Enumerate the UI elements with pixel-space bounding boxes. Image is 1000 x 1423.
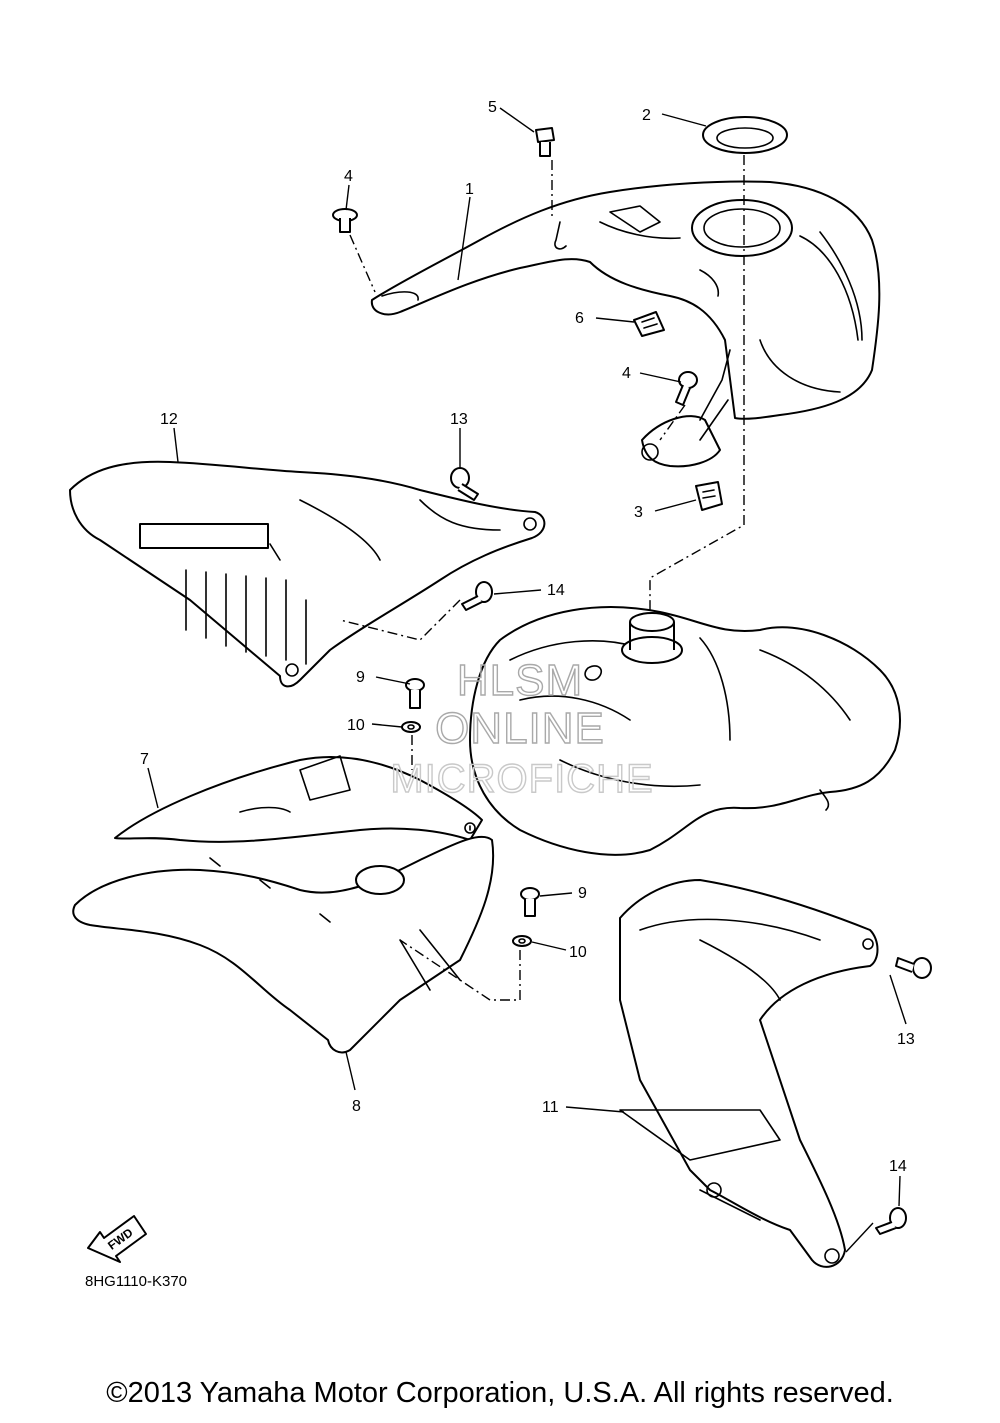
- side-panel-11: [619, 879, 879, 1268]
- callout-11: 11: [542, 1099, 559, 1116]
- callout-9b: 9: [578, 885, 587, 902]
- screw-14b: [875, 1207, 907, 1235]
- callout-10b: 10: [569, 944, 587, 961]
- clip-3: [695, 481, 723, 511]
- tank-bracket: [641, 349, 731, 468]
- callouts: 1 2 3 4 4 5 6 7 8 9 9 10 10 11 12 13 13 …: [140, 99, 915, 1175]
- clip-6: [633, 311, 665, 337]
- side-panel-8: [72, 822, 495, 1054]
- screw-14a: [461, 581, 493, 611]
- callout-9a: 9: [356, 669, 365, 686]
- watermark: HLSM ONLINE MICROFICHE: [390, 655, 654, 801]
- callout-1: 1: [465, 181, 474, 198]
- side-cover-12: [69, 460, 546, 688]
- callout-4a: 4: [344, 168, 353, 185]
- screw-9a: [405, 678, 425, 709]
- side-panel-7: [114, 755, 483, 843]
- washer-10a: [401, 721, 421, 733]
- callout-7: 7: [140, 751, 149, 768]
- screw-4b: [675, 371, 698, 406]
- callout-2: 2: [642, 107, 651, 124]
- callout-14a: 14: [547, 582, 565, 599]
- watermark-line-3: MICROFICHE: [390, 757, 653, 801]
- callout-6: 6: [575, 310, 584, 327]
- screw-4a: [332, 208, 358, 233]
- callout-5: 5: [488, 99, 497, 116]
- washer-10b: [512, 935, 532, 947]
- watermark-line-1: HLSM: [457, 656, 583, 705]
- callout-8: 8: [352, 1098, 361, 1115]
- drawing-code: 8HG1110-K370: [85, 1273, 187, 1290]
- callout-12: 12: [160, 411, 178, 428]
- callout-4b: 4: [622, 365, 631, 382]
- screw-13b: [895, 957, 932, 979]
- grommet: [702, 116, 788, 154]
- tank-top-cover: [370, 180, 881, 420]
- leader-lines: [147, 107, 907, 1253]
- watermark-line-2: ONLINE: [435, 704, 605, 753]
- bolt-5: [535, 127, 555, 157]
- screw-9b: [520, 887, 540, 917]
- assembly-lines: [339, 155, 745, 1001]
- callout-13b: 13: [897, 1031, 915, 1048]
- callout-3: 3: [634, 504, 643, 521]
- callout-14b: 14: [889, 1158, 907, 1175]
- fwd-arrow-icon: FWD: [87, 1215, 147, 1263]
- copyright-notice: ©2013 Yamaha Motor Corporation, U.S.A. A…: [106, 1377, 894, 1409]
- callout-13a: 13: [450, 411, 468, 428]
- fuel-tank: [469, 606, 901, 856]
- callout-10a: 10: [347, 717, 365, 734]
- screw-13a: [450, 467, 479, 501]
